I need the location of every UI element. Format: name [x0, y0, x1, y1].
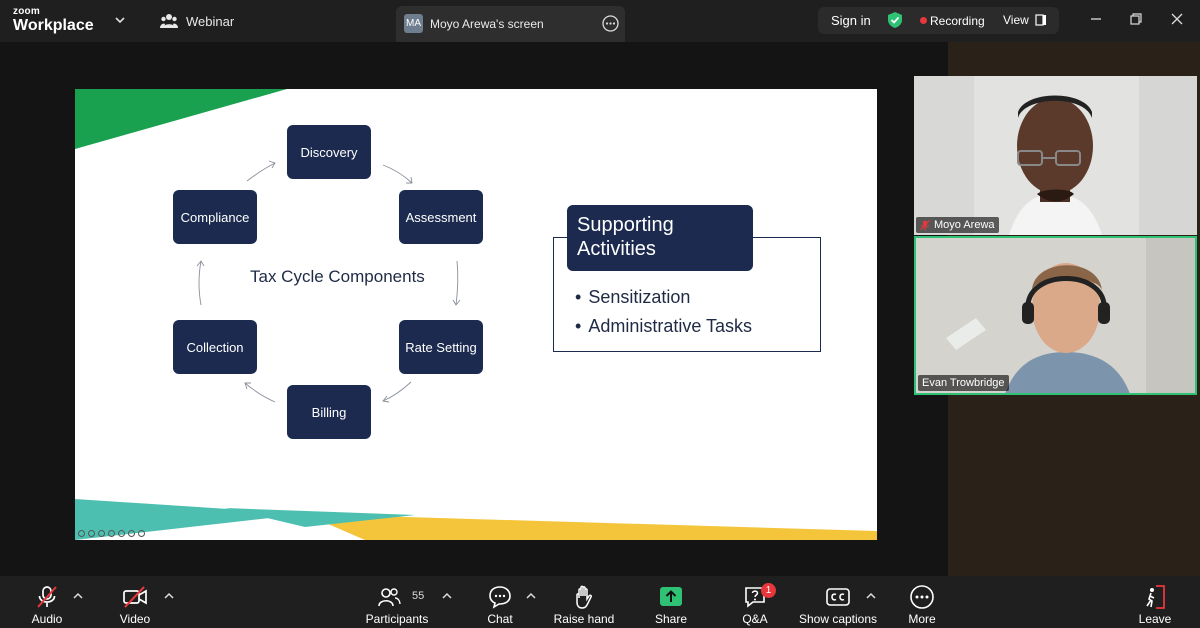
video-off-icon: [123, 586, 147, 608]
mic-muted-icon: [920, 219, 930, 230]
cycle-box-collection: Collection: [173, 320, 257, 374]
chevron-up-icon[interactable]: [164, 592, 174, 600]
participants-button[interactable]: Participants: [362, 576, 432, 628]
chevron-up-icon[interactable]: [526, 592, 536, 600]
ellipsis-icon[interactable]: [602, 15, 619, 32]
slide-toolbar[interactable]: [78, 530, 145, 537]
bullet-item: Sensitization: [575, 287, 690, 308]
view-button[interactable]: View: [1003, 13, 1047, 27]
restore-icon[interactable]: [1129, 12, 1143, 26]
share-button[interactable]: Share: [652, 576, 690, 628]
shield-check-icon[interactable]: [886, 11, 904, 29]
slide-decoration: [75, 89, 877, 540]
chevron-up-icon[interactable]: [442, 592, 452, 600]
webinar-label: Webinar: [186, 13, 235, 29]
supporting-title-line1: Supporting: [577, 214, 674, 236]
participant-name-label: Evan Trowbridge: [918, 375, 1009, 391]
captions-button[interactable]: Show captions: [797, 576, 879, 628]
raise-hand-label: Raise hand: [553, 612, 615, 626]
title-bar: zoom Workplace Webinar MA Moyo Arewa's s…: [0, 0, 1200, 42]
chat-button[interactable]: Chat: [482, 576, 518, 628]
bullet-item: Administrative Tasks: [575, 316, 752, 337]
participant-name: Moyo Arewa: [934, 219, 995, 231]
cycle-box-billing: Billing: [287, 385, 371, 439]
presenter-avatar: MA: [404, 14, 423, 33]
video-tile-moyo[interactable]: Moyo Arewa: [914, 76, 1197, 235]
more-label: More: [908, 612, 936, 626]
cycle-box-assessment: Assessment: [399, 190, 483, 244]
slide-tool-icon[interactable]: [118, 530, 125, 537]
sign-in-link[interactable]: Sign in: [831, 13, 871, 28]
chevron-down-icon[interactable]: [113, 13, 127, 27]
slide-tool-icon[interactable]: [128, 530, 135, 537]
slide-tool-icon[interactable]: [108, 530, 115, 537]
raise-hand-button[interactable]: Raise hand: [550, 576, 618, 628]
recording-label: Recording: [930, 14, 985, 28]
participant-video-icon: [916, 238, 1195, 393]
leave-button[interactable]: Leave: [1137, 576, 1173, 628]
supporting-title-line2: Activities: [577, 238, 656, 260]
slide-tool-icon[interactable]: [78, 530, 85, 537]
ellipsis-icon: [910, 585, 934, 609]
cycle-box-discovery: Discovery: [287, 125, 371, 179]
slide-tool-icon[interactable]: [98, 530, 105, 537]
video-button[interactable]: Video: [114, 576, 156, 628]
qa-label: Q&A: [742, 612, 768, 626]
cycle-box-compliance: Compliance: [173, 190, 257, 244]
more-button[interactable]: More: [905, 576, 939, 628]
video-tile-evan[interactable]: Evan Trowbridge: [914, 236, 1197, 395]
participant-name-label: Moyo Arewa: [916, 217, 999, 233]
shared-screen-label: Moyo Arewa's screen: [430, 17, 544, 31]
brand-bottom: Workplace: [13, 17, 94, 34]
chevron-up-icon[interactable]: [73, 592, 83, 600]
captions-icon: [826, 588, 850, 606]
leave-label: Leave: [1138, 612, 1172, 626]
qa-notification-badge: 1: [761, 583, 776, 598]
presentation-slide: Discovery Assessment Rate Setting Billin…: [75, 89, 877, 540]
chevron-up-icon[interactable]: [866, 592, 876, 600]
brand-top: zoom: [13, 6, 40, 17]
cycle-title: Tax Cycle Components: [250, 267, 425, 286]
shared-screen-tab[interactable]: MA Moyo Arewa's screen: [396, 6, 625, 42]
status-pill: Sign in Recording View: [818, 7, 1059, 34]
minimize-icon[interactable]: [1089, 12, 1103, 26]
leave-icon: [1146, 585, 1165, 609]
slide-tool-icon[interactable]: [88, 530, 95, 537]
meeting-toolbar: Audio Video Participants 55 Chat: [0, 576, 1200, 628]
audio-label: Audio: [31, 612, 63, 626]
cycle-box-rate-setting: Rate Setting: [399, 320, 483, 374]
participant-video-icon: [914, 76, 1197, 235]
audio-button[interactable]: Audio: [27, 576, 67, 628]
people-icon: [160, 14, 178, 28]
view-label: View: [1003, 13, 1029, 27]
view-layout-icon: [1035, 14, 1046, 26]
webinar-indicator: Webinar: [160, 13, 234, 29]
chat-icon: [489, 586, 511, 609]
video-label: Video: [119, 612, 151, 626]
share-screen-icon: [660, 587, 682, 606]
share-label: Share: [654, 612, 688, 626]
captions-label: Show captions: [798, 612, 878, 626]
hand-icon: [576, 585, 592, 609]
recording-dot-icon: [920, 17, 927, 24]
participant-name: Evan Trowbridge: [922, 377, 1005, 389]
participants-count: 55: [412, 590, 425, 602]
chat-label: Chat: [487, 612, 513, 626]
supporting-activities-title: Supporting Activities: [567, 205, 753, 271]
participants-icon: [378, 588, 401, 607]
mic-muted-icon: [37, 586, 57, 608]
close-icon[interactable]: [1170, 12, 1184, 26]
slide-tool-icon[interactable]: [138, 530, 145, 537]
zoom-logo: zoom Workplace: [13, 7, 94, 34]
participants-label: Participants: [365, 612, 429, 626]
